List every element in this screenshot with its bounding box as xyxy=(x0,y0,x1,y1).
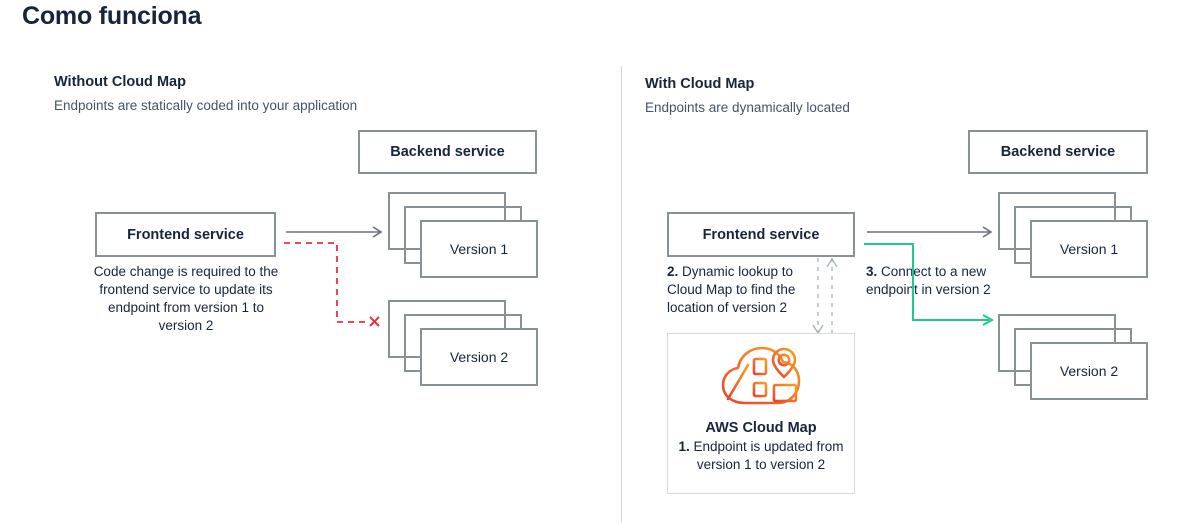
left-panel-heading: Without Cloud Map xyxy=(54,74,186,90)
left-frontend-note: Code change is required to the frontend … xyxy=(93,264,279,333)
aws-cloud-map-step1-note: 1. Endpoint is updated from version 1 to… xyxy=(675,438,847,474)
right-panel-subheading: Endpoints are dynamically located xyxy=(645,100,850,115)
right-version1-stack: Version 1 xyxy=(998,192,1148,278)
aws-cloud-map-icon xyxy=(718,343,804,414)
left-version1-box: Version 1 xyxy=(420,220,538,278)
lookup-arrow-head-down xyxy=(812,324,824,335)
left-backend-service-box: Backend service xyxy=(358,130,537,174)
with-cloud-map-panel: With Cloud Map Endpoints are dynamically… xyxy=(621,0,1188,526)
right-panel-heading: With Cloud Map xyxy=(645,76,755,92)
without-cloud-map-panel: Without Cloud Map Endpoints are statical… xyxy=(54,74,538,386)
right-step2-note: 2. Dynamic lookup to Cloud Map to find t… xyxy=(667,263,827,317)
aws-cloud-map-title: AWS Cloud Map xyxy=(705,420,817,436)
left-broken-x-marker xyxy=(369,316,380,327)
right-solid-arrow-head xyxy=(982,226,993,238)
right-step3-text: Connect to a new endpoint in version 2 xyxy=(866,264,991,297)
right-connect-arrow-head xyxy=(982,314,995,326)
right-step3-note: 3. Connect to a new endpoint in version … xyxy=(866,263,1036,299)
left-broken-dashed-path xyxy=(284,242,368,323)
page-title: Como funciona xyxy=(22,2,202,30)
left-version2-stack: Version 2 xyxy=(388,300,538,386)
panel-divider xyxy=(621,66,622,522)
right-frontend-service-box: Frontend service xyxy=(667,212,855,257)
right-step2-number: 2. xyxy=(667,264,679,279)
right-step3-number: 3. xyxy=(866,264,878,279)
aws-cloud-map-step1-text: Endpoint is updated from version 1 to ve… xyxy=(689,439,844,472)
aws-cloud-map-card: AWS Cloud Map 1. Endpoint is updated fro… xyxy=(667,333,855,494)
lookup-arrow-head-up xyxy=(826,257,838,268)
right-connectors xyxy=(812,226,995,335)
left-frontend-service-box: Frontend service xyxy=(95,212,276,257)
aws-cloud-map-step1-number: 1. xyxy=(678,439,690,454)
left-panel-subheading: Endpoints are statically coded into your… xyxy=(54,98,358,113)
right-version2-stack: Version 2 xyxy=(998,314,1148,400)
left-connectors xyxy=(284,226,383,327)
right-connect-path xyxy=(864,243,989,321)
right-step2-text: Dynamic lookup to Cloud Map to find the … xyxy=(667,264,796,315)
left-version2-box: Version 2 xyxy=(420,328,538,386)
right-version1-box: Version 1 xyxy=(1030,220,1148,278)
right-backend-service-box: Backend service xyxy=(968,130,1148,174)
left-solid-arrow-head xyxy=(372,226,383,238)
left-version1-stack: Version 1 xyxy=(388,192,538,278)
right-version2-box: Version 2 xyxy=(1030,342,1148,400)
